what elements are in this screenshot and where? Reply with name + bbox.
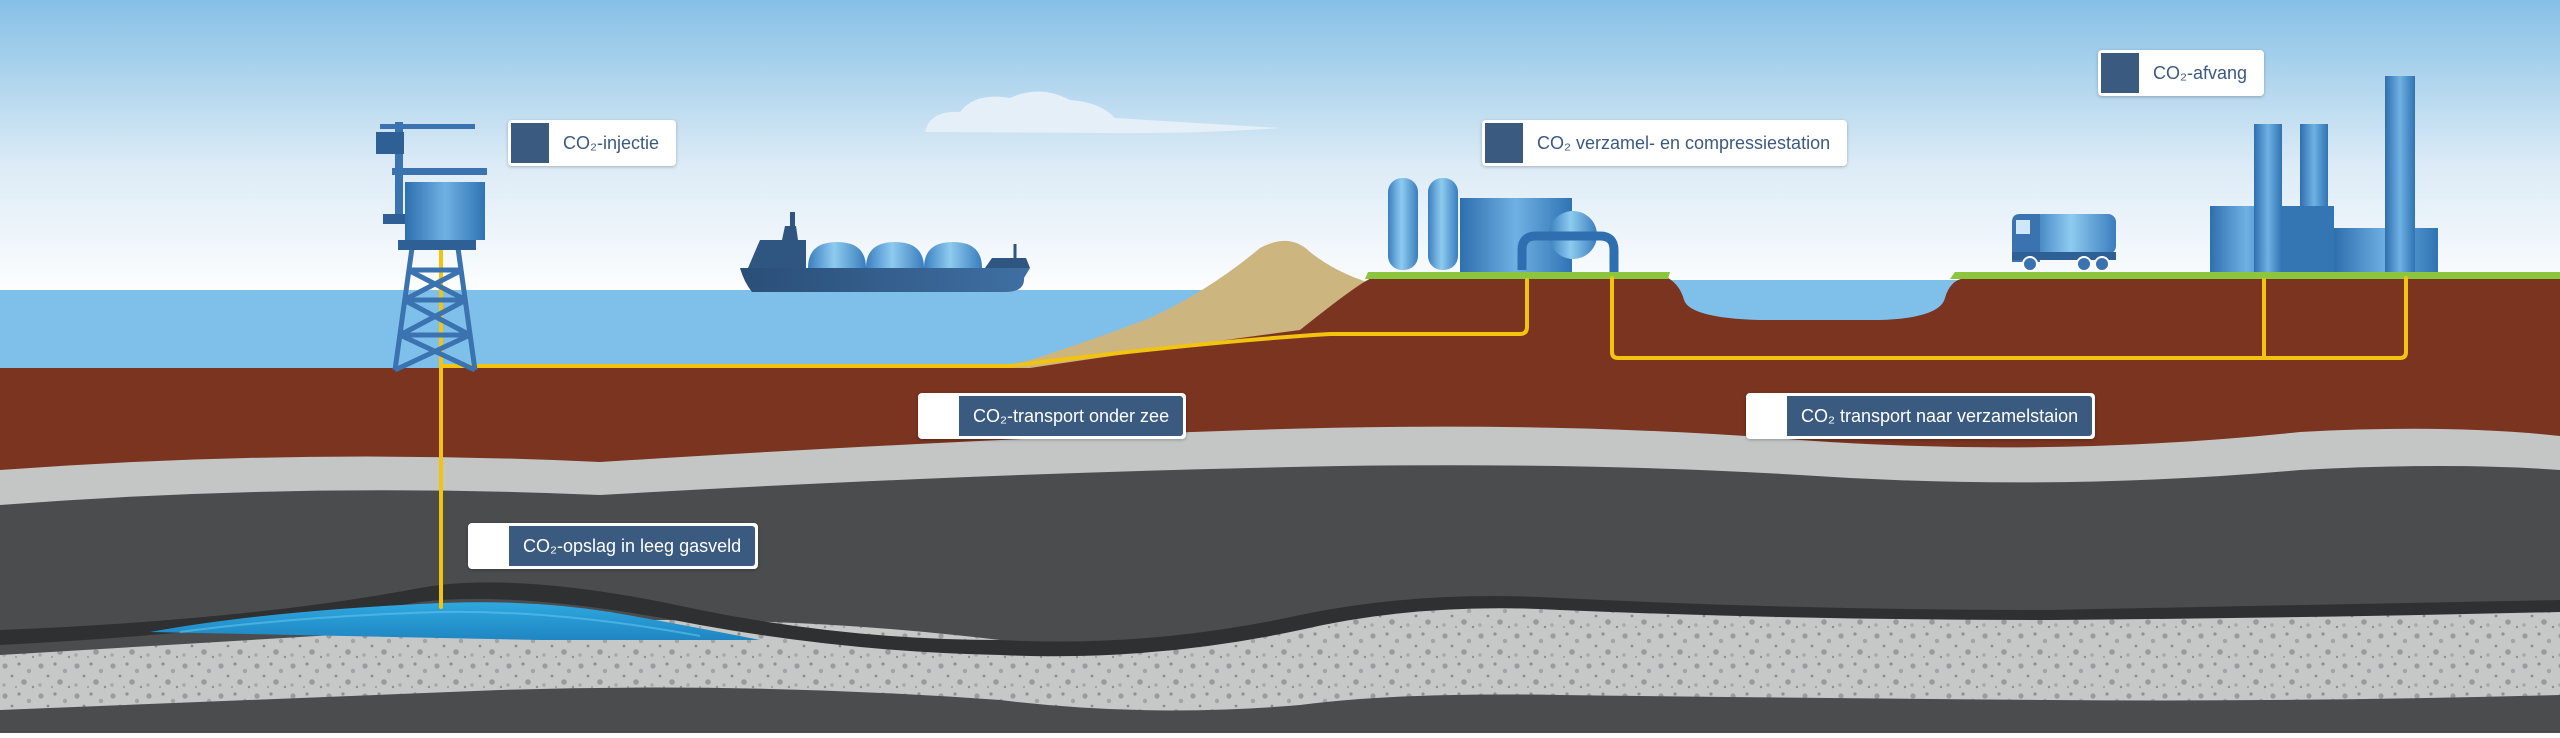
pipelines: [439, 228, 2408, 609]
label-co2-capture: CO₂-afvang: [2098, 50, 2265, 96]
label-tab: [921, 396, 959, 436]
label-text: CO₂-opslag in leeg gasveld: [509, 526, 756, 566]
grass-left: [1365, 272, 1670, 279]
label-text: CO₂-transport onder zee: [959, 396, 1184, 436]
gas-field-co2: [150, 602, 760, 640]
compression-station: [1388, 178, 1619, 272]
sea-pipeline: [439, 278, 1529, 368]
grass-right: [1950, 272, 2560, 279]
label-co2-injection: CO₂-injectie: [508, 120, 677, 166]
label-text: CO₂ verzamel- en compressiestation: [1523, 123, 1845, 163]
label-compression-station: CO₂ verzamel- en compressiestation: [1482, 120, 1848, 166]
capture-factory: [2210, 76, 2438, 272]
label-tab: [2101, 53, 2139, 93]
tanker-ship: [740, 212, 1030, 292]
label-text: CO₂ transport naar verzamelstaion: [1787, 396, 2093, 436]
cloud: [925, 91, 1280, 134]
rock-cap: [0, 582, 2560, 657]
label-transport-land: CO₂ transport naar verzamelstaion: [1746, 393, 2096, 439]
label-tab: [471, 526, 509, 566]
label-transport-sea: CO₂-transport onder zee: [918, 393, 1187, 439]
label-tab: [1749, 396, 1787, 436]
label-text: CO₂-afvang: [2139, 53, 2262, 93]
co2-truck: [2012, 214, 2116, 272]
land-pipeline: [1610, 276, 2408, 360]
label-text: CO₂-injectie: [549, 123, 674, 163]
label-tab: [511, 123, 549, 163]
label-tab: [1485, 123, 1523, 163]
injection-platform: [376, 122, 487, 373]
gas-field-shading: [179, 610, 701, 637]
label-co2-storage: CO₂-opslag in leeg gasveld: [468, 523, 759, 569]
